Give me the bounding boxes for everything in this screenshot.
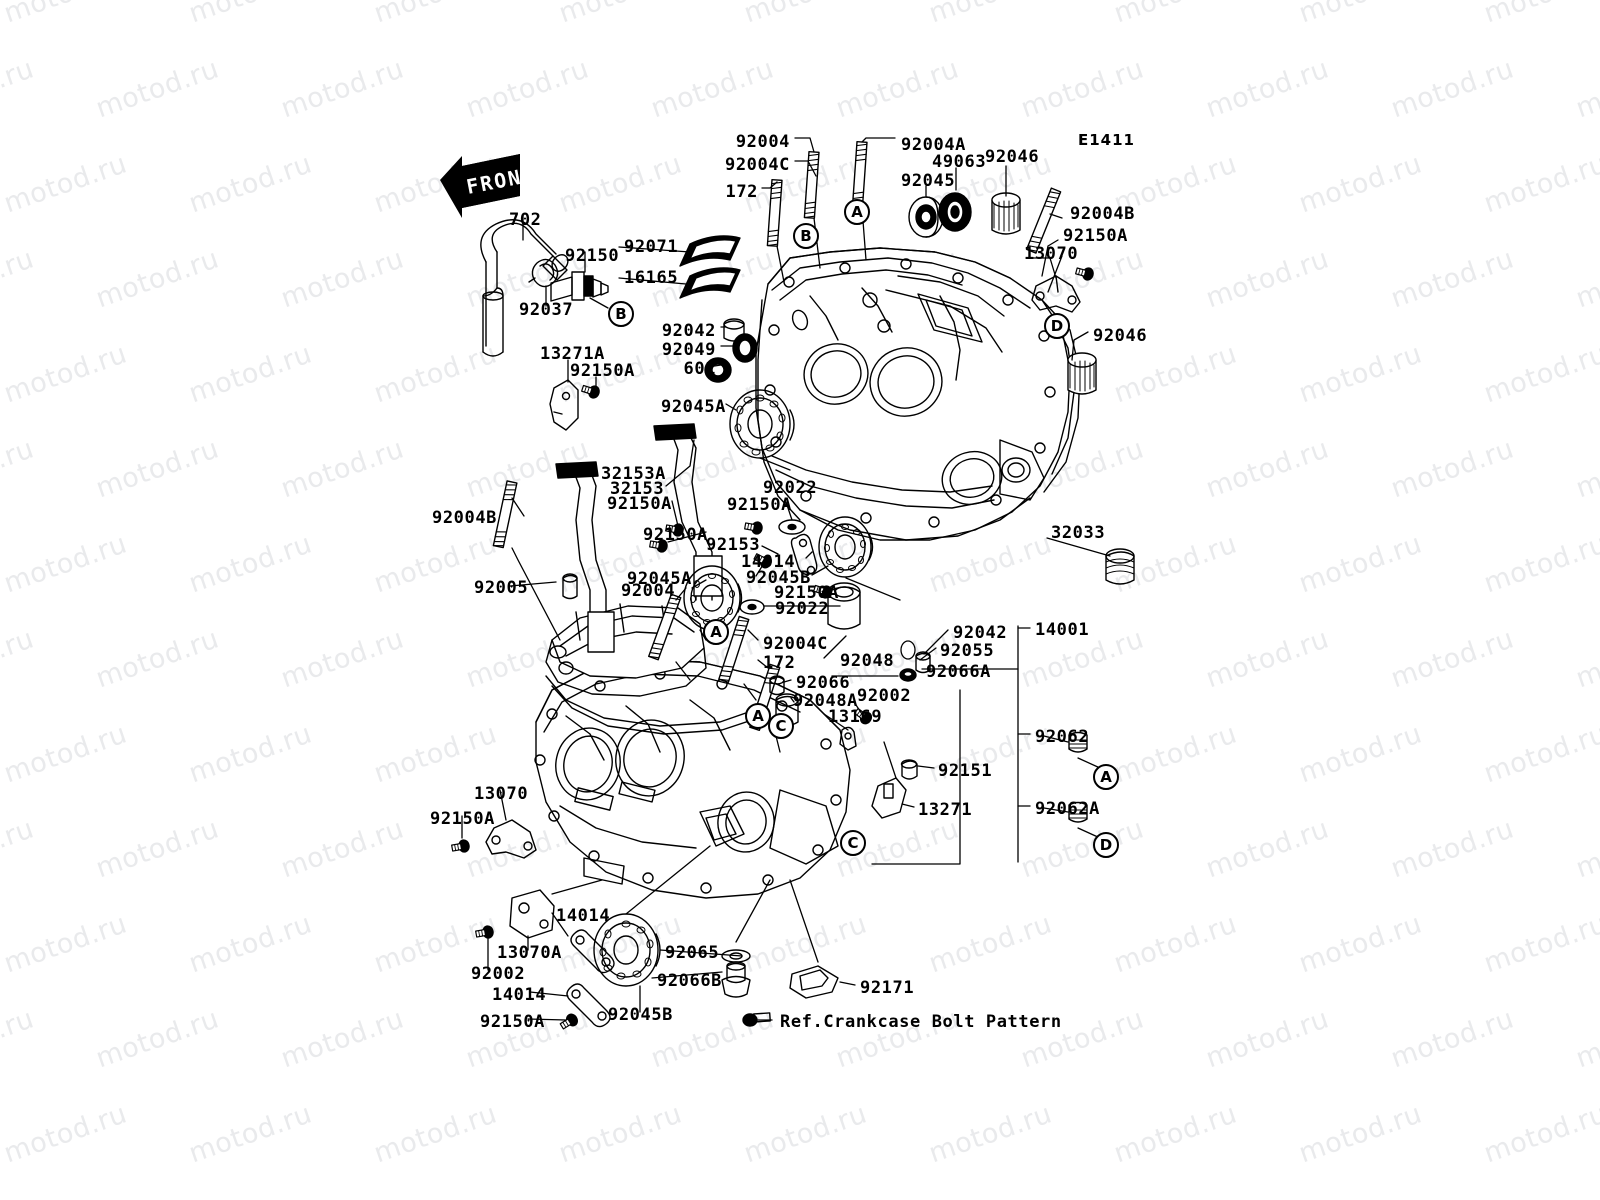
part-number-label: 92045B: [608, 1005, 674, 1025]
part-number-label: 92037: [519, 300, 574, 320]
part-number-label: 92071: [624, 237, 679, 257]
part-number-label: 92065: [665, 943, 720, 963]
part-number-label: 92150A: [607, 494, 673, 514]
part-number-label: 14014: [492, 985, 547, 1005]
part-number-label: 92062: [1035, 727, 1090, 747]
part-number-label: 92150A: [1063, 226, 1129, 246]
part-number-label: 14001: [1035, 620, 1090, 640]
callout-letter-c: C: [840, 830, 866, 856]
part-number-label: 32153A: [601, 464, 667, 484]
figure-code: E1411: [1078, 131, 1135, 149]
part-number-label: 92004: [735, 132, 790, 152]
part-number-label: 92002: [471, 964, 526, 984]
callout-letter-a: A: [844, 199, 870, 225]
part-number-label: 92005: [474, 578, 529, 598]
callout-letter-d: D: [1044, 313, 1070, 339]
reference-note: Ref.Crankcase Bolt Pattern: [780, 1012, 1062, 1032]
part-number-label: 92153: [706, 535, 761, 555]
part-number-label: 49063: [932, 152, 987, 172]
part-number-label: 172: [763, 653, 796, 673]
part-number-label: 92150A: [480, 1012, 546, 1032]
part-number-label: 92151: [938, 761, 993, 781]
part-number-label: 92171: [860, 978, 915, 998]
part-number-label: 92045A: [661, 397, 727, 417]
part-number-label: 92048: [840, 651, 895, 671]
part-number-label: 92150A: [643, 525, 709, 545]
part-number-label: 601: [683, 359, 716, 379]
callout-letter-d: D: [1093, 832, 1119, 858]
part-number-label: 92004: [621, 581, 676, 601]
part-number-label: 32153: [610, 479, 665, 499]
callout-letter-b: B: [793, 223, 819, 249]
part-number-label: 92150A: [430, 809, 496, 829]
part-number-label: 92066A: [926, 662, 992, 682]
part-number-label: 14014: [556, 906, 611, 926]
part-number-label: 92150: [565, 246, 620, 266]
part-number-label: 92150A: [774, 583, 840, 603]
part-number-label: 92150A: [727, 495, 793, 515]
part-number-label: 92046: [985, 147, 1040, 167]
front-orientation-arrow: FRONT: [432, 146, 538, 224]
part-number-label: 92066B: [657, 971, 723, 991]
part-number-label: 13070A: [497, 943, 563, 963]
part-number-label: 13169: [828, 707, 883, 727]
part-number-label: 92004A: [901, 135, 967, 155]
part-number-label: 14014: [741, 552, 796, 572]
part-number-label: 13271: [918, 800, 973, 820]
part-number-label: 92004B: [432, 508, 498, 528]
part-number-label: 92062A: [1035, 799, 1101, 819]
part-number-label: 16165: [624, 268, 679, 288]
part-number-label: 92046: [1093, 326, 1148, 346]
part-number-label: 92049: [661, 340, 716, 360]
part-number-label: 13070: [474, 784, 529, 804]
part-number-label: 702: [509, 210, 542, 230]
part-number-label: 92002: [857, 686, 912, 706]
part-number-label: 92042: [661, 321, 716, 341]
part-number-label: 92045: [901, 171, 956, 191]
part-number-label: 92048A: [793, 691, 859, 711]
part-number-label: 13070: [1024, 244, 1079, 264]
part-number-label: 172: [725, 182, 758, 202]
part-number-label: 92042: [953, 623, 1008, 643]
part-number-label: 92022: [763, 478, 818, 498]
part-number-label: 92055: [940, 641, 995, 661]
callout-letter-a: A: [703, 619, 729, 645]
part-number-label: 92004C: [763, 634, 829, 654]
part-number-label: 92066: [796, 673, 851, 693]
callout-letter-c: C: [768, 713, 794, 739]
part-number-label: 92045B: [746, 568, 812, 588]
callout-letter-a: A: [745, 703, 771, 729]
part-number-label: 92150A: [570, 361, 636, 381]
callout-letter-b: B: [608, 301, 634, 327]
part-number-label: 92022: [775, 599, 830, 619]
callout-letter-a: A: [1093, 764, 1119, 790]
part-number-label: 92004B: [1070, 204, 1136, 224]
part-number-label: 32033: [1051, 523, 1106, 543]
part-number-label: 92045A: [627, 569, 693, 589]
part-number-label: 92004C: [724, 155, 790, 175]
part-number-label: 13271A: [540, 344, 606, 364]
